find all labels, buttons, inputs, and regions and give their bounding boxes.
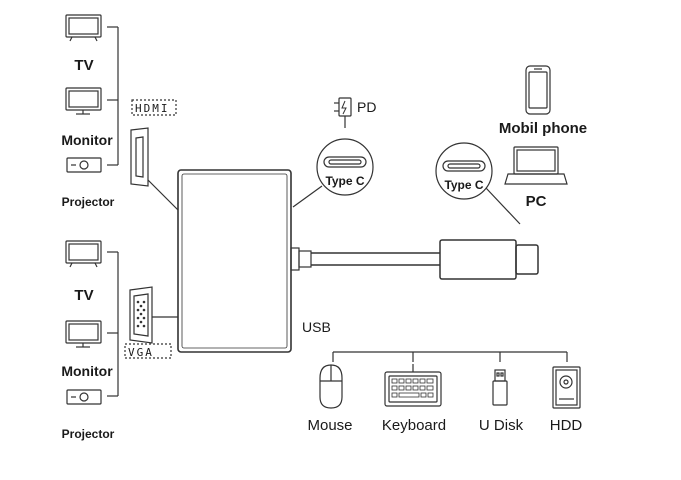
type-c-port-icon [316,138,374,196]
usb-disk-icon [492,369,508,406]
vga-port-label: VGA [128,346,154,359]
tv-icon [65,240,102,268]
usb-c-plug-icon [439,239,539,280]
u-disk-label: U Disk [479,417,524,434]
projector-icon [66,389,102,405]
pc-connector-line [485,187,521,225]
hdmi-monitor-label: Monitor [61,132,113,148]
pc-label: PC [526,193,547,210]
vga-monitor-label: Monitor [61,363,113,379]
vga-port-icon [129,286,153,344]
hdmi-projector-label: Projector [62,195,115,209]
phone-icon [525,65,551,115]
keyboard-keys [391,378,434,398]
mouse-icon [319,364,343,409]
pd-connector-line [292,185,323,208]
hdmi-port-label: HDMI [135,102,170,115]
hdmi-port-icon [130,127,149,187]
type-c-port-icon [435,142,493,200]
cable [290,247,440,271]
pd-plug-icon [334,97,352,128]
vga-label-box [124,343,172,359]
hdmi-tv-label: TV [74,57,93,74]
hdd-label: HDD [550,417,583,434]
hdmi-group-bracket [107,26,119,166]
hdmi-label-box [131,99,177,116]
monitor-icon [65,87,102,115]
phone-label: Mobil phone [499,120,587,137]
keyboard-label: Keyboard [382,417,446,434]
pd-label: PD [357,99,376,115]
pd-type-c-label: Type C [325,174,364,188]
projector-icon [66,157,102,173]
vga-tv-label: TV [74,287,93,304]
monitor-icon [65,320,102,348]
usb-label: USB [302,319,331,335]
adapter-body [177,169,292,353]
mouse-label: Mouse [307,417,352,434]
tv-icon [65,14,102,42]
vga-pin-dots [136,300,146,328]
hdd-icon [552,366,581,409]
laptop-icon [504,146,568,185]
usb-device-tree [332,351,568,362]
vga-group-bracket [107,251,119,397]
hdmi-connector-line [147,179,179,211]
vga-projector-label: Projector [62,427,115,441]
pc-type-c-label: Type C [444,178,483,192]
keyboard-icon [384,364,442,407]
